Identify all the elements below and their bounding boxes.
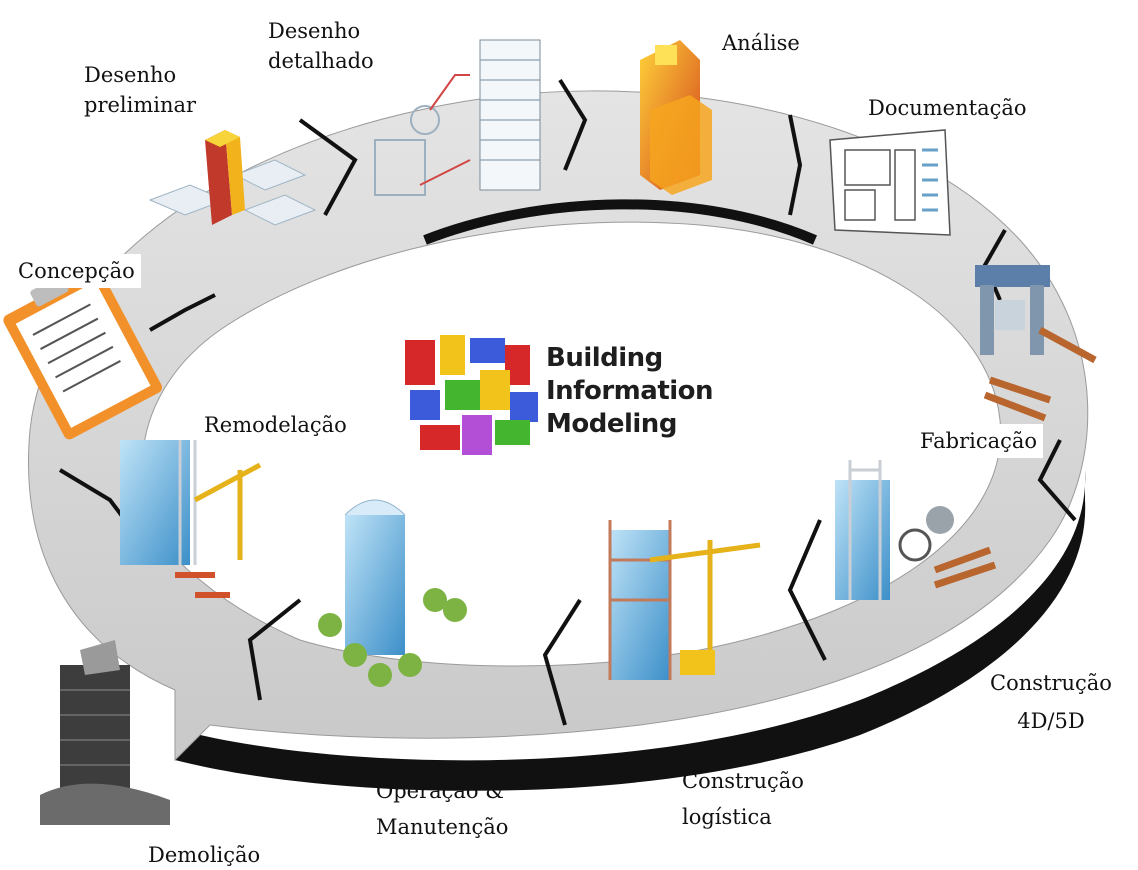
label-desenho-preliminar-line1: Desenho <box>84 63 177 87</box>
label-fabricacao: Fabricação <box>914 424 1044 458</box>
label-desenho-detalhado-line1: Desenho <box>268 19 361 43</box>
construction-crane-site-icon <box>608 520 761 680</box>
label-construcao-4d5d-line1: Construção <box>990 671 1112 695</box>
label-documentacao: Documentação <box>868 93 1027 123</box>
demolished-building-icon <box>40 640 170 825</box>
label-desenho-preliminar: Desenho preliminar <box>84 60 196 120</box>
label-concepcao: Concepção <box>12 254 141 288</box>
label-remodelacao-text: Remodelação <box>204 413 347 437</box>
ring-segment-dividers <box>58 78 1077 726</box>
ring-inner-rim <box>423 199 817 245</box>
bim-blocks-cube-icon <box>405 335 538 455</box>
label-analise-text: Análise <box>722 31 800 55</box>
cost-schedule-building-icon <box>835 460 997 600</box>
label-construcao-logistica-line1: Construção <box>682 769 804 793</box>
bim-title: Building Information Modeling <box>546 342 714 441</box>
detailed-building-drawing-icon <box>374 39 541 196</box>
label-construcao-logistica-line2: logística <box>682 805 772 829</box>
label-remodelacao: Remodelação <box>204 410 347 440</box>
label-construcao-4d5d: Construção 4D/5D <box>990 668 1112 736</box>
label-analise: Análise <box>722 28 800 58</box>
label-construcao-4d5d-line2: 4D/5D <box>1017 709 1085 733</box>
label-demolicao: Demolição <box>148 840 260 870</box>
remodel-crane-icon <box>120 440 262 598</box>
floor-plan-document-icon <box>829 129 951 236</box>
fabrication-machine-icon <box>975 265 1097 422</box>
label-construcao-logistica: Construção logística <box>682 766 804 832</box>
label-desenho-detalhado-line2: detalhado <box>268 49 374 73</box>
label-concepcao-text: Concepção <box>18 259 135 283</box>
building-with-trees-icon <box>318 499 467 687</box>
label-operacao-manutencao: Operação & Manutenção <box>376 776 508 842</box>
label-documentacao-text: Documentação <box>868 96 1027 120</box>
bim-title-line3: Modeling <box>546 409 677 439</box>
bim-title-line2: Information <box>546 376 714 406</box>
bim-title-line1: Building <box>546 343 663 373</box>
massing-model-icon <box>148 130 317 226</box>
thermal-analysis-building-icon <box>640 40 712 195</box>
label-desenho-preliminar-line2: preliminar <box>84 93 197 117</box>
label-operacao-manutencao-line2: Manutenção <box>376 815 509 839</box>
label-fabricacao-text: Fabricação <box>920 429 1038 453</box>
label-operacao-manutencao-line1: Operação & <box>376 779 504 803</box>
label-demolicao-text: Demolição <box>148 843 261 867</box>
label-desenho-detalhado: Desenho detalhado <box>268 16 374 76</box>
clipboard-checklist-icon <box>3 268 163 440</box>
